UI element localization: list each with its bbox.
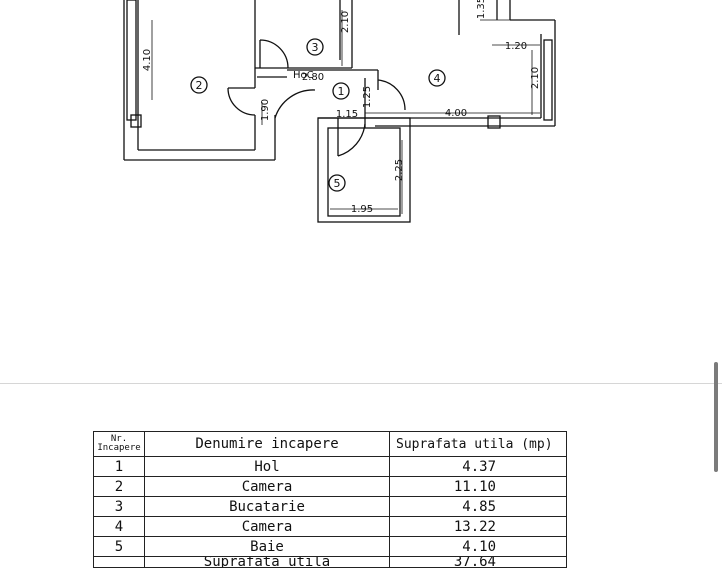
door-bath (337, 118, 366, 157)
radiator-right (487, 115, 501, 129)
table-row: 4 Camera 13.22 (93, 516, 567, 537)
row-nr: 5 (93, 536, 145, 557)
plan-note: HoC (293, 70, 314, 81)
radiator-left (130, 114, 142, 128)
door-entrance (274, 89, 316, 119)
page-divider (0, 383, 722, 384)
dim-d4: 1.20 (505, 41, 527, 52)
header-area: Suprafata utila (mp) (389, 431, 567, 457)
dim-d1: 4.10 (142, 49, 153, 71)
row-name: Bucatarie (144, 496, 390, 517)
header-name: Denumire incapere (144, 431, 390, 457)
row-area: 13.22 (389, 516, 567, 537)
table-header-row: Nr. Incapere Denumire incapere Suprafata… (93, 431, 567, 457)
room-circle-3 (306, 38, 324, 56)
window-left (126, 0, 137, 121)
row-nr: 1 (93, 456, 145, 477)
dim-d2: 2.10 (340, 11, 351, 33)
header-nr: Nr. Incapere (93, 431, 145, 457)
dim-d12: 1.95 (351, 204, 373, 215)
dim-d5: 2.10 (530, 67, 541, 89)
total-value: 37.64 (389, 556, 567, 568)
row-nr: 2 (93, 476, 145, 497)
table-row: 5 Baie 4.10 (93, 536, 567, 557)
table-row: 1 Hol 4.37 (93, 456, 567, 477)
room-circle-1 (332, 82, 350, 100)
room-circle-2 (190, 76, 208, 94)
dim-d10: 4.00 (445, 108, 467, 119)
dim-d3: 1.35 (476, 0, 487, 19)
total-label: Suprafata utila (144, 556, 390, 568)
room-circle-4 (428, 69, 446, 87)
total-nr (93, 556, 145, 568)
table-row: 2 Camera 11.10 (93, 476, 567, 497)
door-kitchen (259, 39, 289, 69)
room-label-4: 4 (434, 72, 441, 85)
row-name: Camera (144, 476, 390, 497)
row-area: 4.10 (389, 536, 567, 557)
room-area-table: Nr. Incapere Denumire incapere Suprafata… (93, 431, 567, 568)
header-nr-line2: Incapere (97, 443, 141, 453)
room-label-1: 1 (338, 85, 345, 98)
scrollbar-thumb[interactable] (714, 362, 718, 472)
floor-plan: 1 2 3 4 5 4.10 2.10 1.35 1.20 2.10 2.80 … (123, 0, 556, 223)
wall-bath-outer (317, 117, 411, 223)
row-area: 11.10 (389, 476, 567, 497)
dim-d11: 2.25 (394, 159, 405, 181)
table-total-row: Suprafata utila 37.64 (93, 556, 567, 568)
table-row: 3 Bucatarie 4.85 (93, 496, 567, 517)
row-nr: 3 (93, 496, 145, 517)
row-area: 4.37 (389, 456, 567, 477)
dim-d7: 1.90 (260, 99, 271, 121)
row-name: Baie (144, 536, 390, 557)
room-label-3: 3 (312, 41, 319, 54)
wall-bath-inner (327, 127, 401, 217)
room-label-2: 2 (196, 79, 203, 92)
room-label-5: 5 (334, 177, 341, 190)
dim-d8: 1.25 (362, 86, 373, 108)
header-nr-line1: Nr. (110, 434, 128, 444)
row-name: Camera (144, 516, 390, 537)
room-circle-5 (328, 174, 346, 192)
dim-d9: 1.15 (336, 109, 358, 120)
dim-d6: 2.80 (302, 72, 324, 83)
row-area: 4.85 (389, 496, 567, 517)
door-room2 (227, 87, 256, 116)
window-right (543, 39, 553, 121)
row-name: Hol (144, 456, 390, 477)
row-nr: 4 (93, 516, 145, 537)
door-room4 (377, 79, 406, 111)
